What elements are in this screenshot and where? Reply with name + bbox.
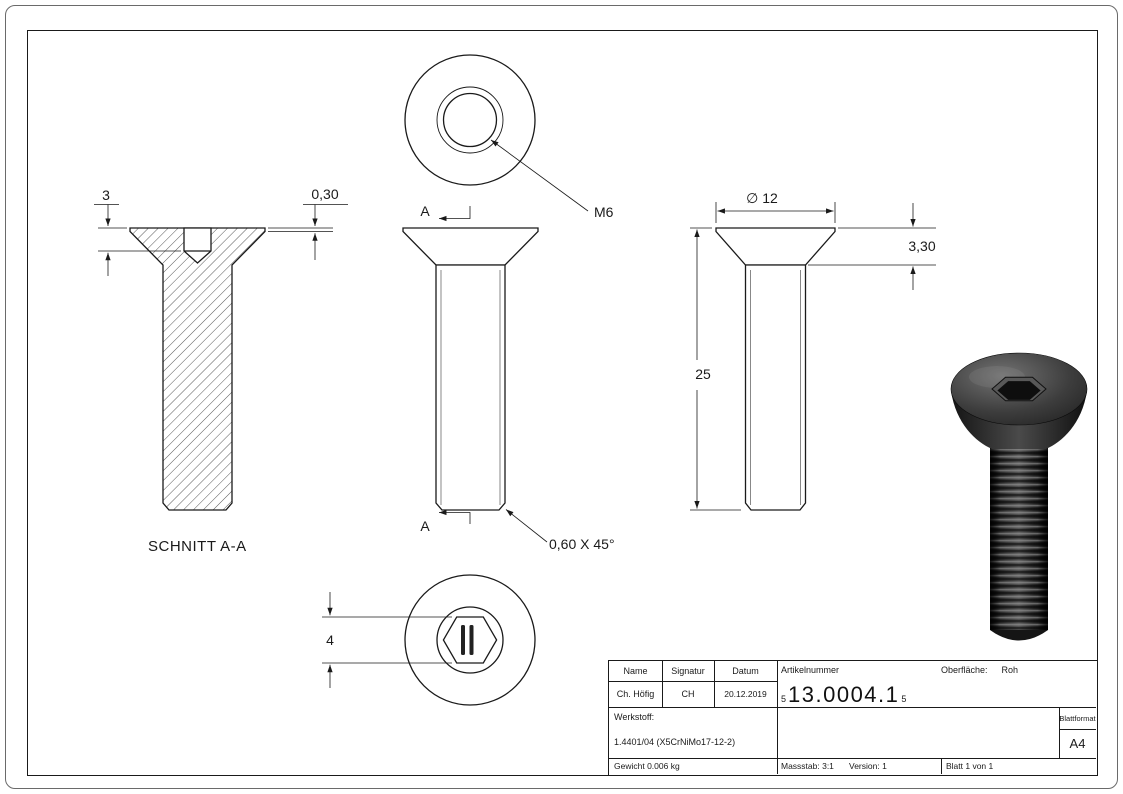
chamfer-label: 0,60 X 45° — [549, 536, 615, 552]
weight-field: Gewicht 0.006 kg — [614, 761, 680, 771]
scale-field: Massstab: 3:1 — [781, 761, 834, 771]
cut-letter-bottom: A — [420, 518, 430, 534]
front-view: A A 0,60 X 45° — [402, 203, 615, 552]
signature-value: CH — [681, 689, 695, 699]
render-3d — [950, 352, 1088, 641]
material-value: 1.4401/04 (X5CrNiMo17-12-2) — [614, 737, 736, 747]
dim-rim-label: 0,30 — [311, 186, 338, 202]
dim-across-flats: 4 — [322, 592, 452, 688]
article-header: Artikelnummer — [781, 665, 840, 675]
cutting-plane-top: A — [420, 203, 471, 222]
dim-diameter-label: ∅ 12 — [746, 190, 778, 206]
side-view: ∅ 12 25 3,30 — [690, 190, 936, 511]
section-cut-body — [129, 227, 266, 511]
screw-side-outline — [715, 227, 836, 511]
format-value: A4 — [1069, 736, 1086, 751]
surface-field: Oberfläche: Roh — [941, 665, 1018, 675]
format-label: Blattformat — [1059, 713, 1096, 723]
sheet-inner-border — [27, 30, 1098, 776]
article-number: 5 13.0004.1 5 — [781, 681, 906, 707]
dim-socket-depth-label: 3 — [102, 187, 110, 203]
name-header: Name — [623, 666, 648, 676]
socket-marking — [461, 625, 465, 655]
article-prefix: 5 — [781, 694, 787, 704]
dim-socket-depth: 3 — [94, 187, 181, 276]
head-bottom-circle — [404, 574, 536, 706]
version-field: Version: 1 — [849, 761, 887, 771]
dim-length-label: 25 — [695, 366, 711, 382]
article-number-value: 13.0004.1 — [788, 682, 900, 707]
section-title: SCHNITT A-A — [148, 538, 247, 555]
top-view: M6 — [404, 54, 614, 220]
hex-socket — [442, 616, 498, 664]
material-label: Werkstoff: — [614, 712, 655, 722]
signature-header: Signatur — [671, 666, 705, 676]
article-suffix: 5 — [901, 694, 907, 704]
thread-callout: M6 — [490, 139, 614, 220]
name-value: Ch. Höfig — [616, 689, 655, 699]
section-view: 3 0,30 SCHNITT A-A — [94, 186, 348, 555]
dim-rim-height: 0,30 — [268, 186, 348, 260]
socket-marking — [469, 625, 474, 655]
socket-view: 4 — [322, 574, 536, 706]
surface-label: Oberfläche: — [941, 665, 988, 675]
cut-letter-top: A — [420, 203, 430, 219]
dim-across-flats-label: 4 — [326, 632, 334, 648]
cutting-plane-bottom: A — [420, 509, 471, 534]
dim-head-height: 3,30 — [808, 203, 936, 290]
screw-front-outline — [402, 227, 539, 511]
dim-chamfer-leader: 0,60 X 45° — [505, 509, 615, 552]
title-block: Name Signatur Datum Artikelnummer Oberfl… — [608, 660, 1098, 776]
dim-head-height-label: 3,30 — [908, 238, 935, 254]
date-header: Datum — [732, 666, 759, 676]
head-outline-circle — [404, 54, 536, 186]
sheet-outer-border — [5, 5, 1118, 789]
sheet-field: Blatt 1 von 1 — [946, 761, 994, 771]
date-value: 20.12.2019 — [724, 689, 767, 699]
dim-length: 25 — [690, 227, 741, 511]
dim-diameter: ∅ 12 — [715, 190, 836, 223]
thread-label: M6 — [594, 204, 614, 220]
surface-value: Roh — [1001, 665, 1019, 675]
